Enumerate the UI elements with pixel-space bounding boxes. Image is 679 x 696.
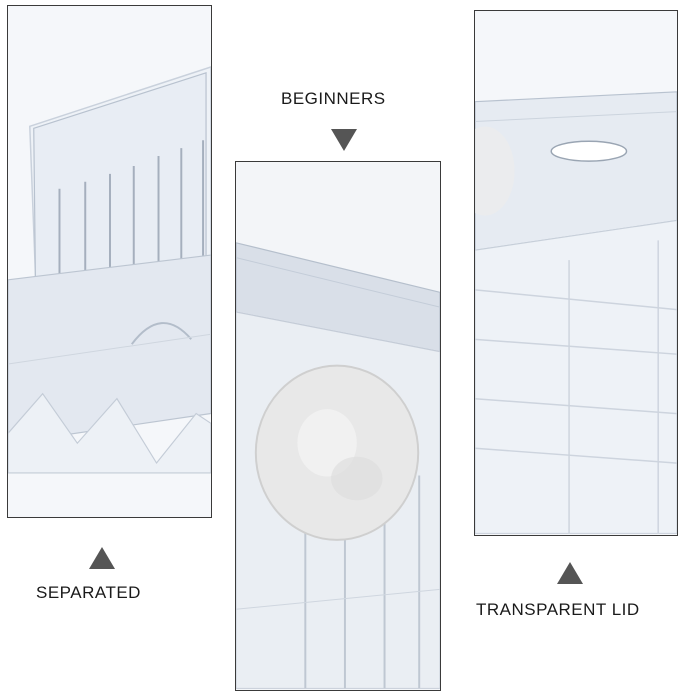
caption-separated: SEPARATED [36,583,141,602]
triangle-up-icon [557,562,583,584]
suction-cup-illustration [236,163,440,689]
photo-suction-cup [235,161,441,691]
triangle-down-icon [331,129,357,151]
photo-transparent-lid [474,10,678,536]
transparent-lid-illustration [475,12,677,534]
caption-beginners: BEGINNERS [281,89,386,108]
triangle-up-icon [89,547,115,569]
caption-transparent-lid: TRANSPARENT LID [476,600,640,619]
separator-comb-illustration [8,7,211,516]
photo-separator-comb [7,5,212,518]
